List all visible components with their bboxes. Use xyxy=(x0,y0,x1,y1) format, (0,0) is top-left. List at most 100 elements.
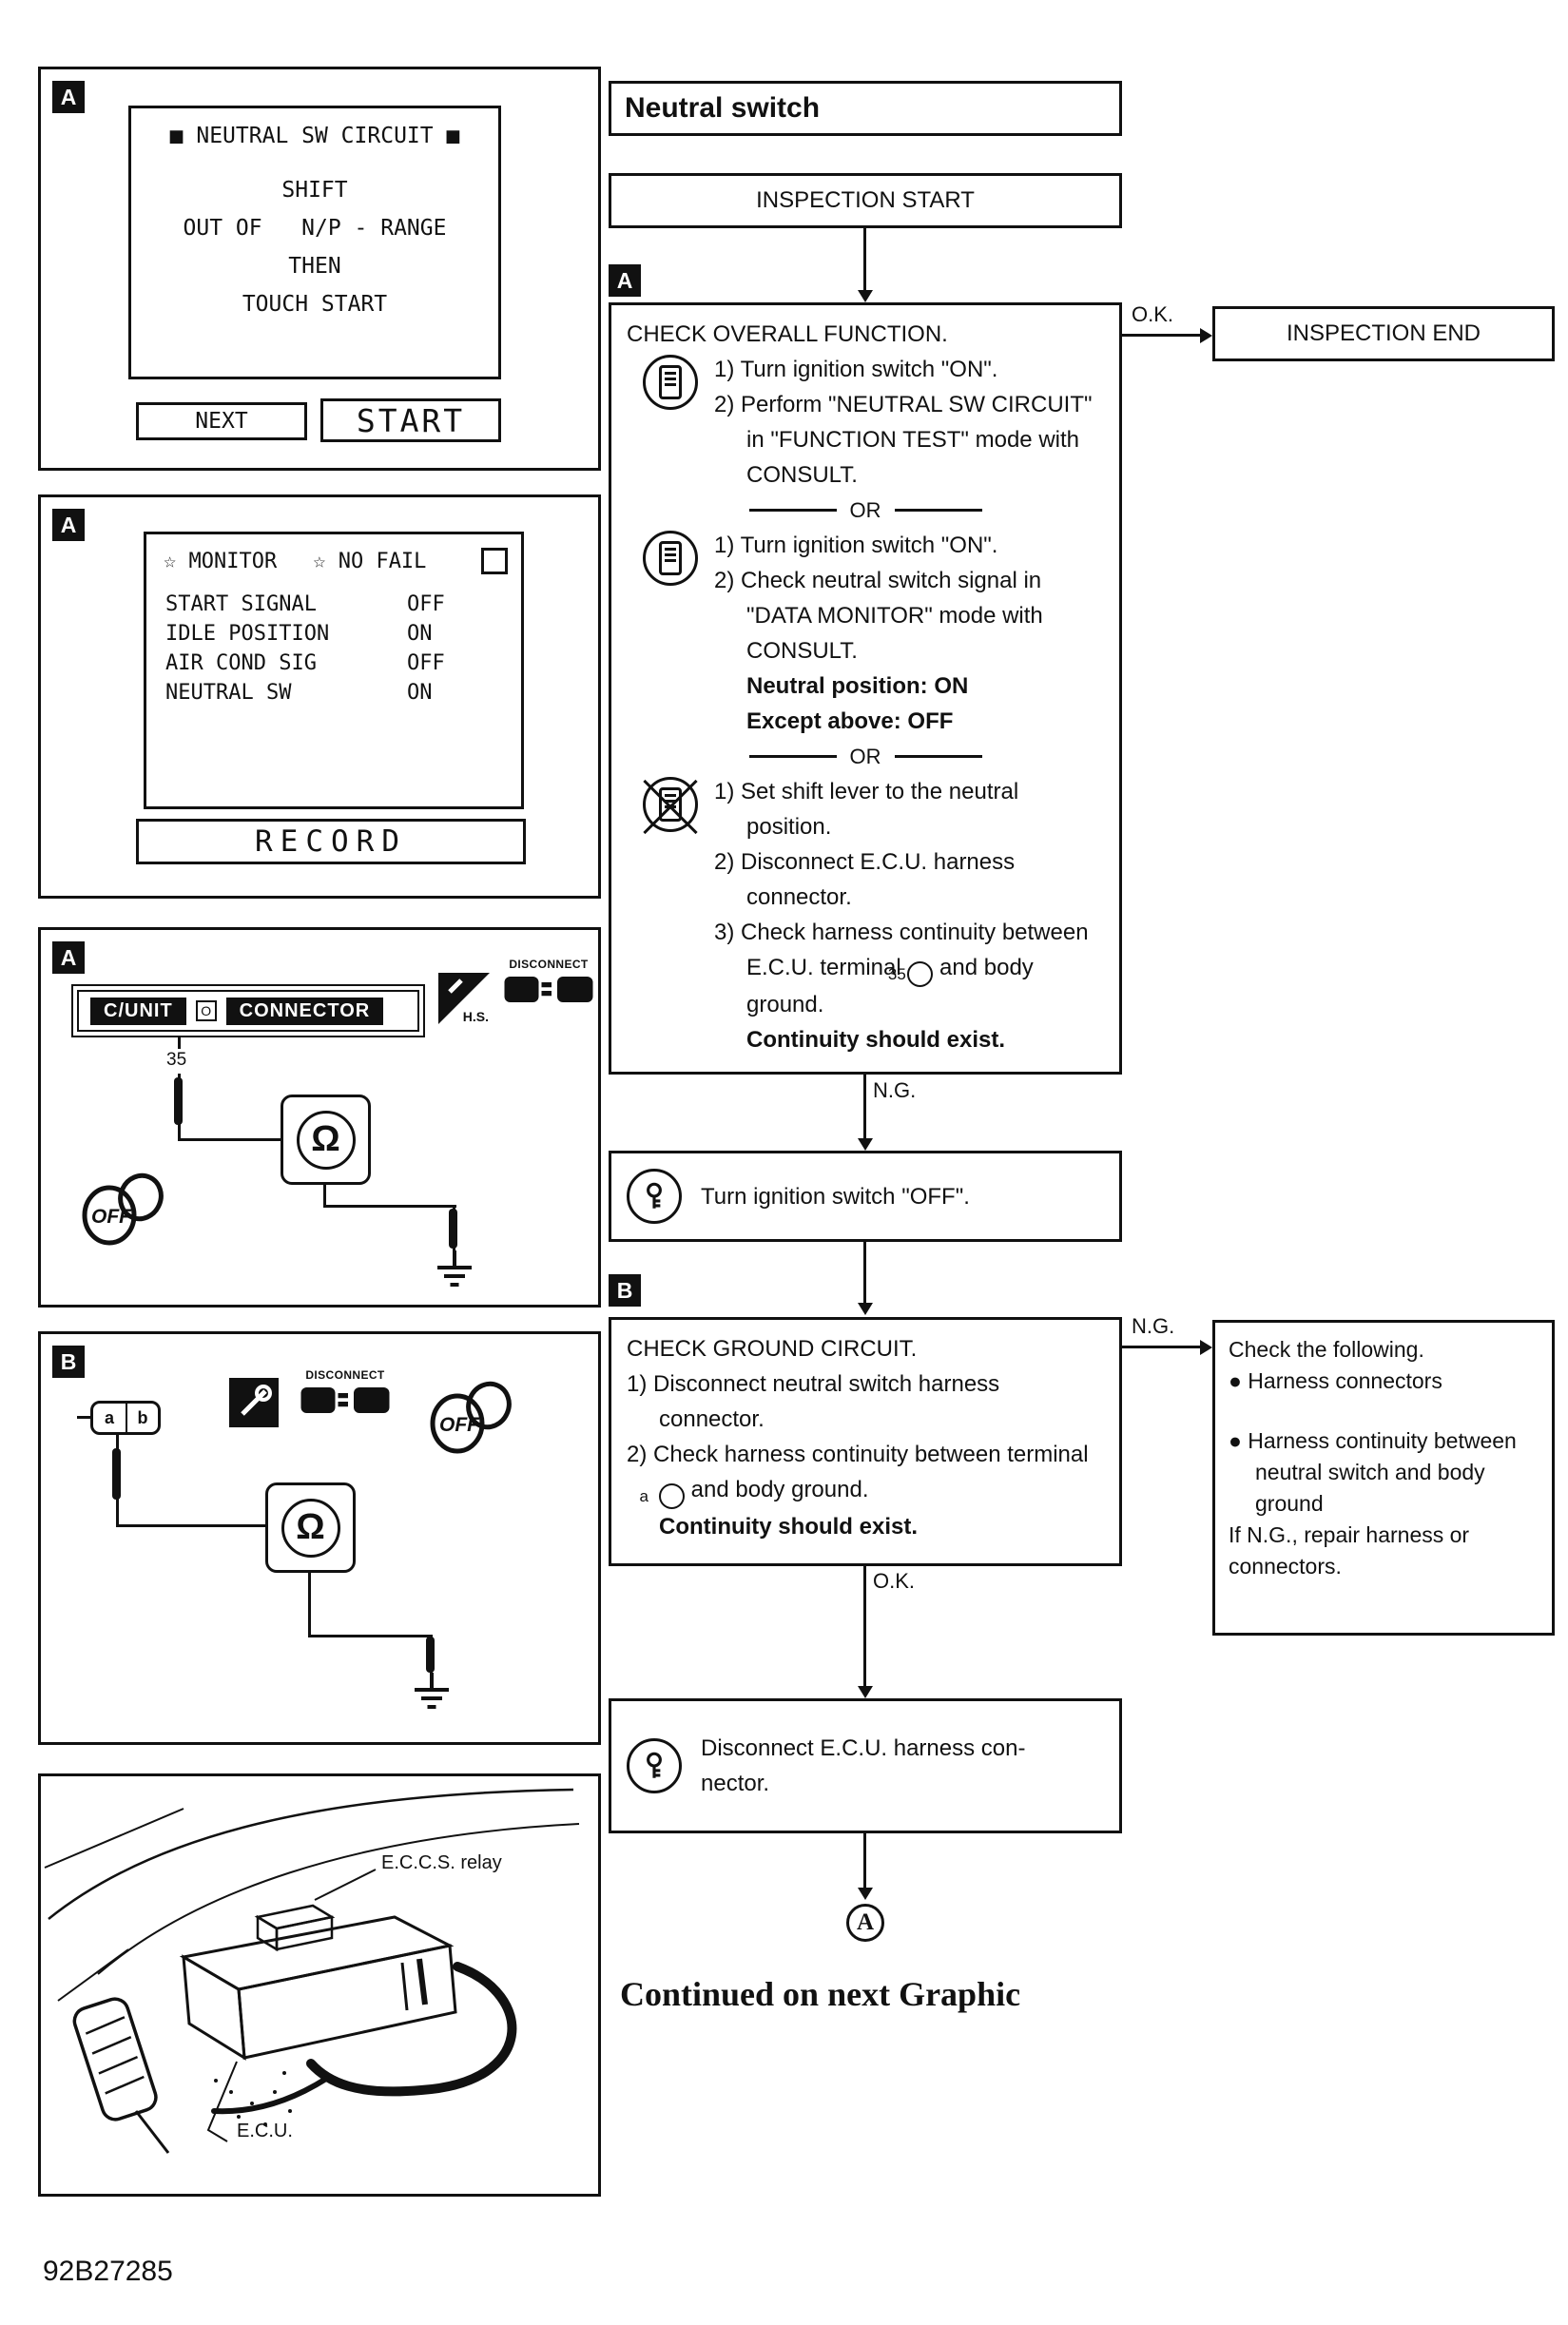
check-item: Harness continuity between neutral switc… xyxy=(1229,1425,1539,1520)
check-following-title: Check the following. xyxy=(1229,1337,1424,1362)
cunit-connector-inner: C/UNIT O CONNECTOR xyxy=(77,990,419,1032)
terminal-35-label: 35 xyxy=(166,1050,187,1070)
signal-value: OFF xyxy=(407,592,445,616)
tool-icon xyxy=(229,1378,279,1427)
ignition-off-key-icon: OFF xyxy=(430,1381,512,1454)
disconnect-icon: DISCONNECT xyxy=(298,1368,393,1424)
consult-monitor-panel: A ☆ MONITOR ☆ NO FAIL START SIGNAL OFF I… xyxy=(38,494,601,899)
or-separator: OR xyxy=(627,493,1104,528)
test-probe xyxy=(426,1637,435,1673)
consult-device-glyph xyxy=(659,787,682,822)
icon-cell xyxy=(627,528,714,739)
consult-device-glyph xyxy=(659,541,682,575)
ohmmeter: Ω xyxy=(281,1095,371,1185)
ground-icon xyxy=(437,1250,472,1287)
inspection-start-node: INSPECTION START xyxy=(609,173,1122,228)
consult-screen-panel-1: A ■ NEUTRAL SW CIRCUIT ■ SHIFT OUT OF N/… xyxy=(38,67,601,471)
step-line: 3) Check harness continuity between E.C.… xyxy=(714,915,1100,1022)
continuation-marker: A xyxy=(846,1904,884,1942)
step-line-text: 3) Check harness continuity between E.C.… xyxy=(714,920,1089,980)
hs-icon-glyph xyxy=(438,973,490,1024)
key-off-label: OFF xyxy=(91,1206,132,1228)
ignition-off-node: Turn ignition switch "OFF". xyxy=(609,1151,1122,1242)
switch-connector: a b xyxy=(90,1401,161,1435)
expected-result: Continuity should exist. xyxy=(746,1027,1006,1053)
check-following-node: Check the following. Harness connectors … xyxy=(1212,1320,1555,1636)
disconnect-icon-label: DISCONNECT xyxy=(305,1368,385,1382)
check-item: Harness connectors xyxy=(1229,1366,1539,1397)
consult-device-icon xyxy=(643,355,698,410)
step-line: 2) Check harness continuity between term… xyxy=(627,1437,1104,1509)
plug-icon xyxy=(504,977,593,1002)
signal-name: NEUTRAL SW xyxy=(165,681,292,705)
ecu-illustration xyxy=(44,1788,580,2154)
step-line-text: and body ground. xyxy=(746,955,1034,1017)
step-line-text: and body ground. xyxy=(690,1477,869,1502)
eccs-relay-label: E.C.C.S. relay xyxy=(381,1852,502,1873)
cunit-test-panel: A C/UNIT O CONNECTOR 35 H.S. DISCONNECT xyxy=(38,927,601,1308)
inspection-end-node: INSPECTION END xyxy=(1212,306,1555,361)
screen-line: SHIFT xyxy=(281,178,348,203)
panel-a-badge: A xyxy=(52,941,85,974)
screen-line: THEN xyxy=(288,254,341,279)
monitor-rows: START SIGNAL OFF IDLE POSITION ON AIR CO… xyxy=(146,590,521,707)
key-glyph xyxy=(647,1752,662,1778)
panel-b-badge: B xyxy=(52,1346,85,1378)
manual-block-text: 1) Set shift lever to the neutral positi… xyxy=(714,774,1104,1057)
or-separator: OR xyxy=(627,739,1104,774)
key-off-label: OFF xyxy=(439,1414,480,1436)
consult-block-1-text: 1) Turn ignition switch "ON". 2) Perform… xyxy=(714,352,1104,493)
or-line xyxy=(894,509,982,512)
disconnect-icon: DISCONNECT xyxy=(501,958,596,1013)
step-line: 1) Disconnect neutral switch harness con… xyxy=(627,1371,1000,1432)
wire xyxy=(323,1185,326,1208)
disconnect-ecu-node: Disconnect E.C.U. harness con- nector. xyxy=(609,1698,1122,1833)
or-label: OR xyxy=(849,498,881,522)
connector-label: CONNECTOR xyxy=(225,997,384,1025)
flow-arrow-down xyxy=(857,228,873,302)
expected-result: Except above: OFF xyxy=(746,708,954,734)
ok-label: O.K. xyxy=(873,1569,916,1593)
no-consult-icon xyxy=(643,777,698,832)
monitor-row: NEUTRAL SW ON xyxy=(146,678,521,707)
signal-value: ON xyxy=(407,681,433,705)
or-line xyxy=(748,509,837,512)
monitor-checkbox xyxy=(481,548,508,574)
step-line: 1) Turn ignition switch "ON". xyxy=(714,357,998,382)
switch-test-panel: B a b DISCONNECT OFF xyxy=(38,1331,601,1745)
screen-title: ■ NEUTRAL SW CIRCUIT ■ xyxy=(169,124,460,148)
next-button: NEXT xyxy=(136,402,307,440)
signal-name: IDLE POSITION xyxy=(165,622,330,646)
ignition-off-key-icon: OFF xyxy=(82,1172,164,1246)
monitor-display: ☆ MONITOR ☆ NO FAIL START SIGNAL OFF IDL… xyxy=(144,532,524,809)
terminal-b: b xyxy=(126,1404,158,1432)
screen-body: SHIFT OUT OF N/P - RANGE THEN TOUCH STAR… xyxy=(131,171,498,323)
wire xyxy=(178,1138,282,1141)
signal-name: AIR COND SIG xyxy=(165,651,317,675)
or-line xyxy=(748,755,837,758)
terminal-35-ref: 35 xyxy=(888,961,934,987)
step-text: Disconnect E.C.U. harness con- nector. xyxy=(701,1735,1026,1796)
flow-arrow-right xyxy=(1122,327,1212,343)
test-probe xyxy=(449,1209,457,1249)
ohm-symbol: Ω xyxy=(281,1498,340,1558)
key-glyph xyxy=(647,1182,662,1209)
ecu-location-panel: E.C.C.S. relay E.C.U. xyxy=(38,1773,601,2197)
figure-code: 92B27285 xyxy=(43,2256,173,2287)
consult-block-2-text: 1) Turn ignition switch "ON". 2) Check n… xyxy=(714,528,1104,739)
screen-line: TOUCH START xyxy=(242,292,388,317)
monitor-row: START SIGNAL OFF xyxy=(146,590,521,619)
flow-arrow-down xyxy=(857,1242,873,1315)
hs-icon-label: H.S. xyxy=(462,1009,489,1024)
consult-device-glyph xyxy=(659,365,682,399)
monitor-row: AIR COND SIG OFF xyxy=(146,649,521,678)
ignition-key-icon xyxy=(627,1738,682,1793)
consult-block-1: 1) Turn ignition switch "ON". 2) Perform… xyxy=(627,352,1104,493)
hs-icon: H.S. xyxy=(438,973,490,1024)
panel-a-badge: A xyxy=(52,509,85,541)
step-line: 2) Disconnect E.C.U. harness connector. xyxy=(714,849,1016,910)
wire xyxy=(178,1037,181,1049)
flow-arrow-right xyxy=(1122,1339,1212,1355)
monitor-row: IDLE POSITION ON xyxy=(146,619,521,649)
ok-label: O.K. xyxy=(1132,302,1174,326)
